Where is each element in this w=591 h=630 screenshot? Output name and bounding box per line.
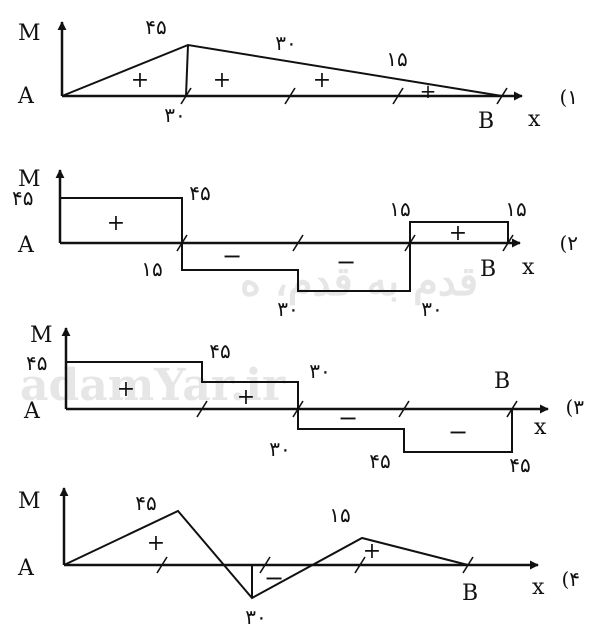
option-3-x-label: x bbox=[534, 415, 547, 440]
option-2-value-45-right: ۴۵ bbox=[189, 181, 210, 205]
option-3-number: (۳ bbox=[565, 395, 584, 419]
option-3-value-45-bottom: ۴۵ bbox=[369, 449, 390, 473]
option-2-value-15-left: ۱۵ bbox=[141, 257, 162, 281]
option-3-sign-1: + bbox=[117, 377, 135, 402]
option-4-number: (۴ bbox=[561, 567, 580, 591]
option-3-value-30-top: ۳۰ bbox=[309, 359, 330, 383]
option-1-value-15: ۱۵ bbox=[386, 47, 407, 71]
option-1-divider bbox=[185, 44, 189, 97]
option-2-sign-4: + bbox=[449, 221, 467, 246]
option-3-ticks bbox=[196, 400, 518, 418]
option-1-number: (۱ bbox=[559, 85, 578, 109]
option-1-value-30-top: ۳۰ bbox=[275, 31, 296, 55]
option-1-value-45: ۴۵ bbox=[145, 15, 166, 39]
option-1-sign-4: + bbox=[420, 79, 437, 103]
option-1-x-label: x bbox=[528, 107, 541, 132]
option-4-value-30: ۳۰ bbox=[245, 605, 266, 629]
option-2-value-15-right: ۱۵ bbox=[505, 197, 526, 221]
option-4-value-15: ۱۵ bbox=[329, 503, 350, 527]
option-2-ticks bbox=[176, 234, 514, 252]
option-1-sign-1: + bbox=[131, 68, 149, 93]
option-4-m-label: M bbox=[18, 489, 41, 514]
option-2-value-15-mid: ۱۵ bbox=[389, 197, 410, 221]
option-4-ticks bbox=[156, 556, 474, 574]
option-2-diagram: M A B x (۲ + − − + ۴۵ ۴۵ ۱۵ ۱۵ ۱۵ ۳۰ ۳۰ bbox=[12, 167, 578, 321]
option-3-m-label: M bbox=[30, 323, 53, 348]
option-1-sign-2: + bbox=[213, 68, 231, 93]
option-2-sign-1: + bbox=[107, 211, 125, 236]
option-3-value-30-bottom: ۳۰ bbox=[269, 437, 290, 461]
option-1-diagram: M A B x (۱ + + + + ۴۵ ۳۰ ۱۵ ۳۰ bbox=[17, 15, 578, 134]
option-1-ticks bbox=[180, 87, 508, 105]
option-2-value-30-right: ۳۰ bbox=[421, 297, 442, 321]
option-1-sign-3: + bbox=[313, 68, 331, 93]
option-1-value-30-bottom: ۳۰ bbox=[164, 103, 185, 127]
option-2-value-30-left: ۳۰ bbox=[277, 297, 298, 321]
option-3-moment-steps bbox=[66, 361, 513, 453]
option-4-sign-2: − bbox=[264, 564, 284, 592]
option-1-m-label: M bbox=[18, 21, 41, 46]
option-2-sign-2: − bbox=[222, 242, 242, 270]
option-3-sign-3: − bbox=[338, 404, 358, 432]
option-4-x-label: x bbox=[532, 575, 545, 600]
option-3-a-label: A bbox=[23, 399, 41, 424]
option-4-sign-1: + bbox=[147, 531, 165, 556]
option-3-b-label: B bbox=[494, 369, 510, 394]
option-4-diagram: M A B x (۴ + − + ۴۵ ۱۵ ۳۰ bbox=[17, 487, 580, 629]
option-3-sign-2: + bbox=[237, 385, 255, 410]
option-3-value-45-right: ۴۵ bbox=[509, 453, 530, 477]
watermark-text-persian: قدم به قدم، ه bbox=[240, 258, 478, 306]
option-2-moment-steps bbox=[60, 197, 509, 292]
option-4-sign-3: + bbox=[363, 539, 381, 564]
option-4-b-label: B bbox=[462, 581, 478, 606]
watermark-text: adamYar.ir bbox=[20, 360, 286, 411]
option-2-x-label: x bbox=[522, 255, 535, 280]
option-3-value-45-top: ۴۵ bbox=[209, 339, 230, 363]
option-2-m-label: M bbox=[18, 167, 41, 192]
option-3-sign-4: − bbox=[448, 418, 468, 446]
option-1-b-label: B bbox=[478, 109, 494, 134]
option-3-diagram: M A B x (۳ + + − − ۴۵ ۴۵ ۳۰ ۳۰ ۴۵ ۴۵ bbox=[23, 323, 584, 477]
option-2-sign-3: − bbox=[336, 248, 356, 276]
option-2-number: (۲ bbox=[559, 231, 578, 255]
option-4-a-label: A bbox=[17, 556, 35, 581]
option-2-value-45-left: ۴۵ bbox=[12, 186, 33, 210]
option-1-a-label: A bbox=[17, 84, 35, 109]
option-3-value-45-left: ۴۵ bbox=[26, 351, 47, 375]
option-2-b-label: B bbox=[480, 257, 496, 282]
option-4-value-45: ۴۵ bbox=[135, 491, 156, 515]
option-2-a-label: A bbox=[17, 233, 35, 258]
